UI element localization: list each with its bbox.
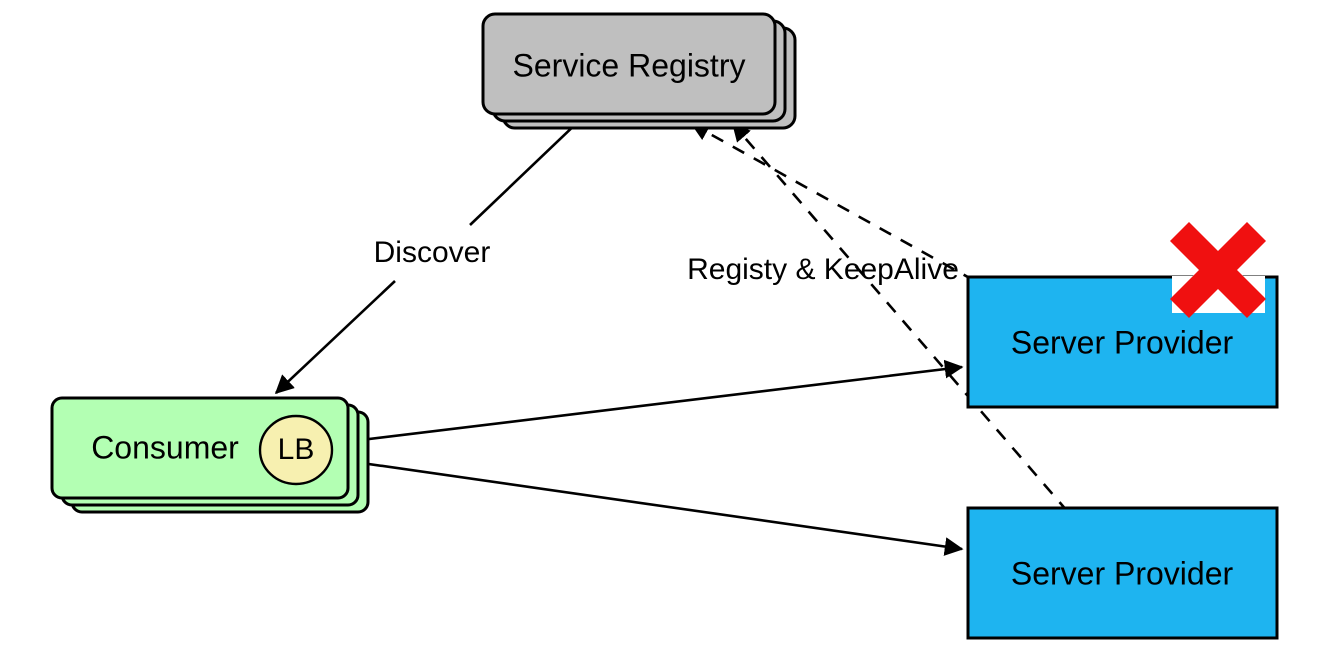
invoke-edge-1[interactable] <box>319 359 964 447</box>
invoke-edge-2-line <box>319 455 964 556</box>
edge-layer-back <box>274 119 1069 556</box>
node-server-provider-1[interactable]: Server Provider <box>966 222 1279 409</box>
red-cross-icon <box>1170 222 1266 318</box>
server-provider-1-label: Server Provider <box>1011 324 1234 360</box>
discover-edge-label: Discover <box>374 236 491 269</box>
load-balancer-label: LB <box>278 433 315 466</box>
load-balancer-ellipse <box>258 414 334 486</box>
service-registry-stack-layer-1 <box>481 12 777 116</box>
server-provider-1-status-badge <box>1170 222 1266 318</box>
discover-edge-label-group: Discover <box>366 232 499 274</box>
node-consumer[interactable]: Consumer LB <box>50 396 370 514</box>
consumer-label: Consumer <box>91 429 239 465</box>
server-provider-2-rect <box>966 506 1279 640</box>
invoke-edge-1-line <box>319 359 964 447</box>
register-keepalive-edge-label: Registy & KeepAlive <box>687 253 959 286</box>
red-cross-shape <box>1170 222 1266 318</box>
node-service-registry[interactable]: Service Registry <box>481 12 797 130</box>
service-registry-label: Service Registry <box>513 47 746 83</box>
edge-label-layer: Discover Registy & KeepAlive <box>366 232 959 286</box>
invoke-edge-2[interactable] <box>319 455 964 556</box>
load-balancer-badge[interactable]: LB <box>258 414 334 486</box>
discover-edge-upper-segment <box>469 119 581 226</box>
discover-edge-lower-segment <box>274 280 396 395</box>
register-keepalive-edge-1[interactable] <box>690 122 976 283</box>
discover-edge[interactable] <box>274 119 581 395</box>
register-keepalive-label-group: Registy & KeepAlive <box>687 253 959 286</box>
register-keepalive-edge-1-line <box>690 122 976 283</box>
discover-label-backdrop <box>366 232 499 274</box>
server-provider-2-label: Server Provider <box>1011 555 1234 591</box>
node-server-provider-2[interactable]: Server Provider <box>966 506 1279 640</box>
